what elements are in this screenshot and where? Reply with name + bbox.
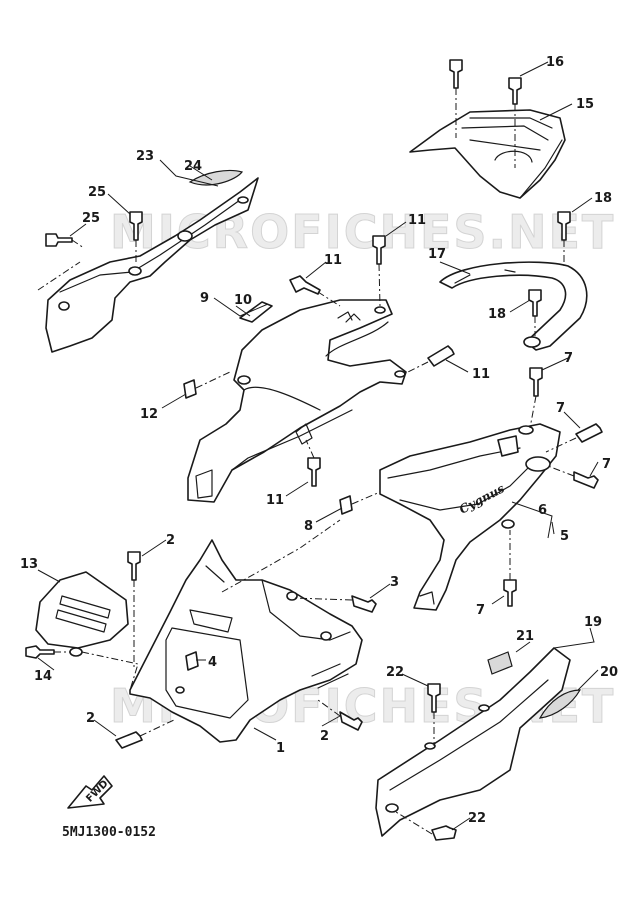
- callout-11-right: 11: [472, 367, 490, 382]
- ref-line-3: [221, 519, 341, 593]
- bolt-7-bottom: [503, 530, 517, 607]
- part-inner-panel: [187, 299, 407, 503]
- bolt-2-left: [115, 719, 175, 749]
- clip-12: [183, 371, 231, 399]
- callout-24: 24: [184, 159, 202, 174]
- callout-2-left: 2: [86, 711, 95, 726]
- callout-18-bottom: 18: [488, 307, 506, 322]
- bolt-3: [293, 595, 377, 613]
- fwd-arrow-icon: FWD: [67, 775, 113, 809]
- bolt-16-right: [508, 77, 522, 168]
- part-emblem-10: [239, 301, 273, 323]
- callout-3: 3: [390, 575, 399, 590]
- callout-15: 15: [576, 97, 594, 112]
- bolt-22-top: [427, 683, 441, 746]
- watermark-top: MICROFICHES.NET: [110, 205, 615, 259]
- callout-19: 19: [584, 615, 602, 630]
- callout-25-bottom: 25: [82, 211, 100, 226]
- part-vent-cover-13: [35, 571, 129, 657]
- callout-13: 13: [20, 557, 38, 572]
- callout-11-top: 11: [408, 213, 426, 228]
- part-side-strip-right: [375, 647, 571, 837]
- callout-2-top: 2: [166, 533, 175, 548]
- callout-9: 9: [200, 291, 209, 306]
- part-side-cover: Cygnus: [379, 423, 561, 611]
- bolt-25-horizontal: [45, 233, 85, 249]
- callout-4: 4: [208, 655, 217, 670]
- part-front-cover: [129, 539, 363, 743]
- part-rear-carrier: [409, 109, 566, 199]
- callout-23: 23: [136, 149, 154, 164]
- callout-7-right-lower: 7: [602, 457, 611, 472]
- callout-20: 20: [600, 665, 618, 680]
- callout-7-right-upper: 7: [556, 401, 565, 416]
- part-emblem-20: [538, 689, 582, 719]
- part-code: 5MJ1300-0152: [62, 825, 156, 840]
- ref-line-14: [81, 651, 139, 691]
- bolt-11-top-right: [372, 235, 386, 307]
- clip-4: [185, 651, 199, 671]
- bolt-18-bottom: [528, 289, 542, 336]
- bolt-2-top: [127, 551, 141, 668]
- bolt-11-bottom: [305, 439, 321, 487]
- part-side-strip-left: [45, 177, 259, 353]
- bolt-14: [25, 645, 70, 659]
- callout-8: 8: [304, 519, 313, 534]
- part-emblem-21: [487, 651, 513, 675]
- callout-11-left: 11: [324, 253, 342, 268]
- bolt-7-top: [529, 367, 543, 429]
- callout-17: 17: [428, 247, 446, 262]
- callout-10: 10: [234, 293, 252, 308]
- bolt-7-right-upper: [545, 423, 603, 453]
- bolt-2-right: [317, 699, 363, 731]
- bolt-11-right: [403, 345, 455, 375]
- callout-2-right: 2: [320, 729, 329, 744]
- callout-6: 6: [538, 503, 547, 518]
- callout-21: 21: [516, 629, 534, 644]
- callout-16: 16: [546, 55, 564, 70]
- callout-11-bottom: 11: [266, 493, 284, 508]
- callout-7-top: 7: [564, 351, 573, 366]
- bolt-18-top: [557, 211, 571, 266]
- callout-18-top: 18: [594, 191, 612, 206]
- callout-22-bottom: 22: [468, 811, 486, 826]
- callout-25-top: 25: [88, 185, 106, 200]
- bolt-7-right-lower: [547, 465, 599, 489]
- callout-5: 5: [560, 529, 569, 544]
- callout-1: 1: [276, 741, 285, 756]
- clip-8: [339, 491, 381, 515]
- callout-14: 14: [34, 669, 52, 684]
- leader-lines: [37, 61, 599, 831]
- callout-12: 12: [140, 407, 158, 422]
- bolt-22-bottom: [395, 811, 457, 841]
- bolt-11-left: [289, 275, 341, 307]
- callout-7-bottom: 7: [476, 603, 485, 618]
- ref-line-25: [37, 261, 81, 291]
- part-grab-bar: [439, 261, 588, 351]
- bolt-16-left: [449, 59, 463, 138]
- callout-labels: 16 15 18 17 18 7 7 7 7 6 5 8 11 11 11 11…: [20, 55, 618, 826]
- callout-22-top: 22: [386, 665, 404, 680]
- bolt-25-vertical: [129, 211, 143, 264]
